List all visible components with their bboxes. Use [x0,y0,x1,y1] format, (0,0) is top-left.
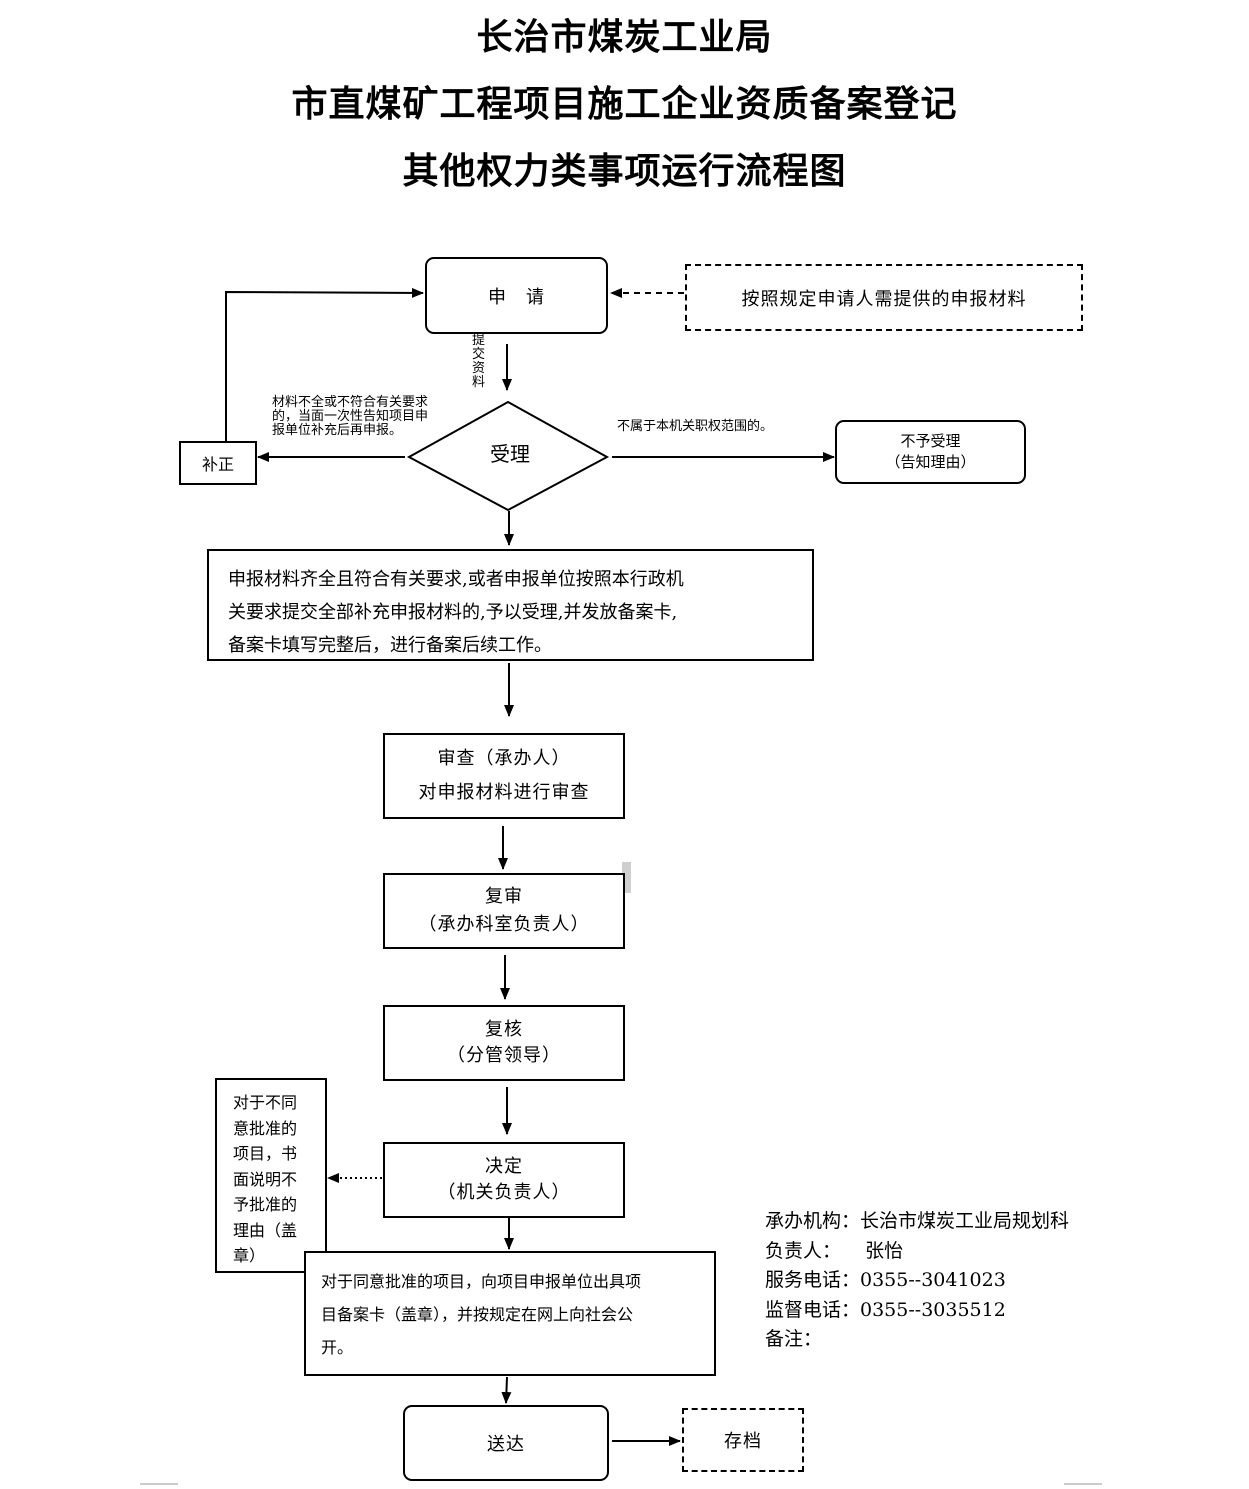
recheck-label-line-1: 复审 [485,886,523,907]
contact-remark: 备注： [765,1328,823,1350]
out-of-scope-edge-label: 不属于本机关职权范围的。 [617,419,774,434]
archive-label: 存档 [724,1431,762,1452]
approve-note-node: 对于同意批准的项目，向项目申报单位出具项 目备案卡（盖章），并按规定在网上向社会… [304,1251,716,1376]
disapprove-line: 章） [233,1246,266,1265]
apply-label: 申 请 [488,286,545,308]
title-line-1: 长治市煤炭工业局 [476,16,773,58]
materials-note-node: 按照规定申请人需提供的申报材料 [685,264,1083,331]
approve-line: 开。 [321,1338,354,1357]
disapprove-line: 项目，书 [233,1144,298,1163]
incomplete-line: 报单位补充后再申报。 [272,423,403,438]
review-label-line-2: 对申报材料进行审查 [418,782,590,803]
submit-edge-label: 提交资料 [472,333,486,390]
decide-label-line-2: （机关负责人） [437,1182,571,1203]
disapprove-line: 面说明不 [233,1169,298,1189]
title-line-3: 其他权力类事项运行流程图 [402,150,847,192]
contact-info: 承办机构：长治市煤炭工业局规划科 负责人： 张怡 服务电话：0355--3041… [765,1207,1069,1355]
review-label-line-1: 审查（承办人） [437,748,571,769]
contact-service-phone: 服务电话：0355--3041023 [765,1269,1006,1291]
recheck-node: 复审 （承办科室负责人） [383,873,625,949]
contact-supervise-phone: 监督电话：0355--3035512 [765,1298,1006,1321]
verify-label-line-1: 复核 [485,1019,523,1040]
recheck-label-line-2: （承办科室负责人） [418,914,590,935]
accepted-desc-line: 备案卡填写完整后，进行备案后续工作。 [228,635,552,656]
accepted-desc-node: 申报材料齐全且符合有关要求,或者申报单位按照本行政机 关要求提交全部补充申报材料… [207,549,814,661]
disapprove-note-node: 对于不同 意批准的 项目，书 面说明不 予批准的 理由（盖 章） [215,1078,327,1273]
verify-label-line-2: （分管领导） [447,1045,561,1066]
accept-diamond [406,400,610,512]
archive-node: 存档 [682,1408,804,1472]
incomplete-line: 材料不全或不符合有关要求 [272,395,429,410]
correct-label: 补正 [201,455,234,474]
correct-node: 补正 [179,441,257,485]
disapprove-line: 理由（盖 [233,1220,298,1240]
accepted-desc-line: 关要求提交全部补充申报材料的,予以受理,并发放备案卡, [228,602,678,623]
reject-node: 不予受理 （告知理由） [835,420,1026,484]
verify-node: 复核 （分管领导） [383,1005,625,1081]
apply-node: 申 请 [425,257,608,334]
contact-org: 承办机构：长治市煤炭工业局规划科 [765,1210,1070,1232]
deliver-node: 送达 [403,1405,609,1481]
approve-line: 目备案卡（盖章），并按规定在网上向社会公 [321,1305,634,1324]
disapprove-line: 意批准的 [233,1118,298,1138]
arrow-approve-to-deliver [501,1376,512,1404]
disapprove-line: 对于不同 [233,1093,298,1112]
decide-node: 决定 （机关负责人） [383,1142,625,1218]
incomplete-edge-label: 材料不全或不符合有关要求 的，当面一次性告知项目申 报单位补充后再申报。 [272,396,452,438]
accepted-desc-line: 申报材料齐全且符合有关要求,或者申报单位按照本行政机 [228,569,684,590]
title-line-2: 市直煤矿工程项目施工企业资质备案登记 [291,83,958,125]
reject-label-line-1: 不予受理 [900,432,961,450]
approve-line: 对于同意批准的项目，向项目申报单位出具项 [321,1272,642,1291]
contact-person: 负责人： 张怡 [765,1239,904,1262]
review-node: 审查（承办人） 对申报材料进行审查 [383,733,625,819]
accept-label: 受理 [490,442,530,466]
decide-label-line-1: 决定 [485,1156,523,1177]
incomplete-line: 的，当面一次性告知项目申 [272,409,429,424]
materials-note-label: 按照规定申请人需提供的申报材料 [741,288,1027,310]
arrow-correct-to-apply [225,287,424,441]
disapprove-line: 予批准的 [233,1195,298,1214]
reject-label-line-2: （告知理由） [885,453,976,471]
deliver-label: 送达 [487,1434,525,1455]
